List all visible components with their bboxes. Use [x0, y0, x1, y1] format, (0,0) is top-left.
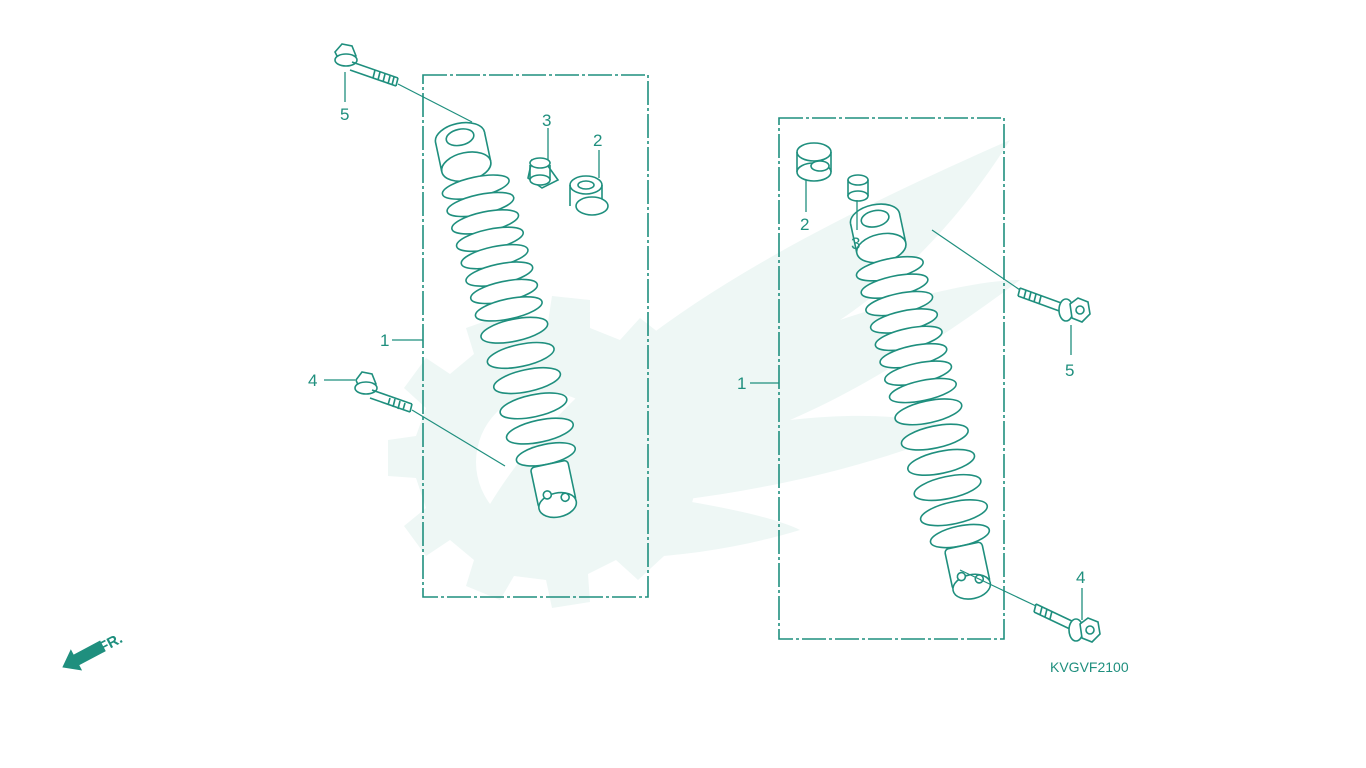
- right-callout-collar: 3: [851, 234, 860, 253]
- right-upper-bolt-axis: [931, 229, 1021, 291]
- right-boundary-box: [778, 117, 1005, 640]
- front-arrow-icon: [62, 640, 106, 671]
- left-spring: [441, 174, 577, 467]
- diagram-part-code: KVGVF2100: [1050, 659, 1129, 675]
- right-upper-bolt: [1017, 287, 1091, 323]
- right-callout-shock: 1: [737, 374, 746, 393]
- right-bushing: [796, 142, 832, 182]
- left-callout-collar: 3: [542, 111, 551, 130]
- right-shock-absorber: [849, 203, 992, 600]
- left-assembly: 1 2 3 4 5: [308, 43, 649, 598]
- left-callout-shock: 1: [380, 331, 389, 350]
- left-callout-upper-bolt: 5: [340, 105, 349, 124]
- right-callout-upper-bolt: 5: [1065, 361, 1074, 380]
- right-lower-bolt-axis: [959, 569, 1037, 607]
- left-upper-bolt-axis: [397, 83, 473, 123]
- left-callout-bushing: 2: [593, 131, 602, 150]
- front-direction-indicator: FR.: [62, 630, 125, 671]
- left-callout-lower-bolt: 4: [308, 371, 317, 390]
- left-boundary-box: [422, 74, 649, 598]
- right-lower-bolt: [1033, 603, 1101, 643]
- right-assembly: 1 2 3 4 5: [737, 117, 1101, 643]
- right-callout-lower-bolt: 4: [1076, 568, 1085, 587]
- left-upper-bolt: [334, 43, 399, 87]
- left-shock-absorber: [434, 121, 578, 519]
- left-collar: [527, 157, 560, 189]
- right-spring: [855, 255, 991, 549]
- left-lower-bolt-axis: [411, 409, 506, 467]
- left-bushing: [569, 175, 609, 216]
- left-lower-bolt: [354, 371, 413, 413]
- right-collar: [847, 174, 869, 202]
- right-callout-bushing: 2: [800, 215, 809, 234]
